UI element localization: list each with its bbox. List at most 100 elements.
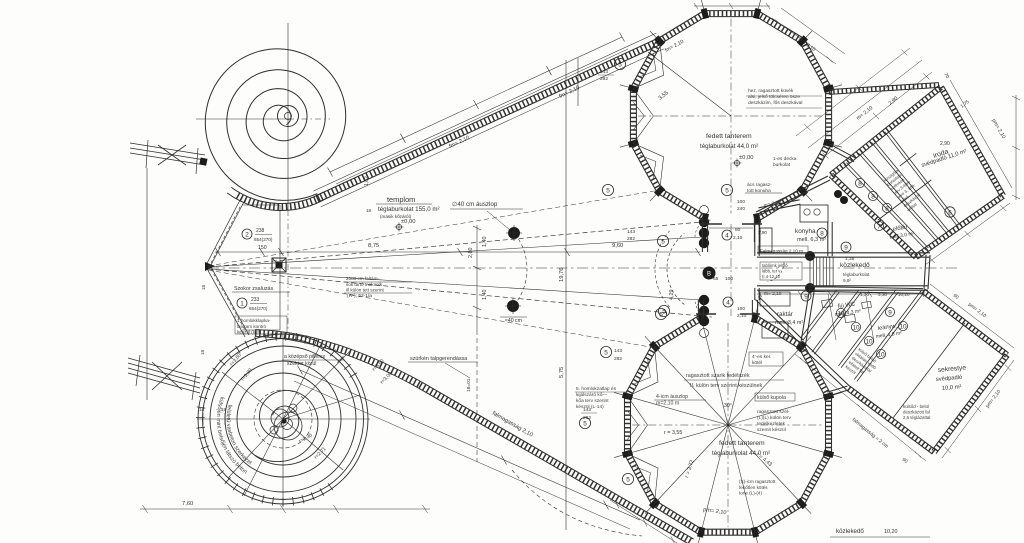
svg-text:2,90: 2,90 — [888, 96, 900, 107]
svg-text:8: 8 — [885, 205, 889, 212]
svg-text:2: 2 — [245, 231, 249, 238]
svg-text:(I,4-12,40: (I,4-12,40 — [762, 274, 781, 279]
svg-text:8: 8 — [820, 230, 824, 237]
svg-text:654(270): 654(270) — [254, 237, 273, 242]
svg-text:szemit készül: szemit készül — [757, 427, 786, 433]
svg-text:fiú WC: fiú WC — [837, 302, 855, 310]
svg-text:1-es decka: 1-es decka — [773, 156, 797, 162]
svg-text:9,8²: 9,8² — [843, 278, 851, 283]
svg-text:2,90: 2,90 — [940, 141, 950, 147]
svg-text:sok tartó tnaknolk: sok tartó tnaknolk — [346, 282, 383, 287]
svg-text:1,30: 1,30 — [860, 292, 869, 297]
svg-text:tott konuha: tott konuha — [747, 188, 771, 194]
svg-text:r = 3,72: r = 3,72 — [684, 459, 695, 478]
svg-text:18: 18 — [201, 284, 206, 290]
svg-text:pm= 2,10: pm= 2,10 — [703, 507, 727, 516]
svg-text:készül: készül — [844, 364, 857, 375]
svg-text:70: 70 — [942, 72, 950, 80]
svg-text:90: 90 — [952, 293, 960, 301]
svg-text:kijálszáró kő—: kijálszáró kő— — [576, 392, 607, 398]
svg-text:7: 7 — [877, 223, 881, 230]
svg-text:3,90: 3,90 — [758, 230, 767, 235]
svg-text:7,60: 7,60 — [182, 501, 193, 507]
svg-text:külső kupola: külső kupola — [757, 395, 786, 401]
svg-text:fedett tanterem: fedett tanterem — [706, 133, 752, 140]
svg-text:2,5 téglázattal: 2,5 téglázattal — [903, 415, 930, 420]
svg-text:külsőd - belül: külsőd - belül — [903, 404, 929, 409]
svg-text:5: 5 — [583, 420, 587, 427]
svg-text:3,30: 3,30 — [878, 292, 887, 297]
svg-text:18: 18 — [199, 407, 205, 412]
svg-text:10: 10 — [837, 310, 845, 317]
svg-text:9: 9 — [888, 309, 892, 316]
svg-text:sekrestye: sekrestye — [938, 365, 967, 374]
svg-text:233: 233 — [251, 297, 260, 303]
svg-text:B: B — [707, 272, 711, 278]
svg-text:raktár: raktár — [777, 311, 793, 318]
svg-text:ill külön tett szerint: ill külön tett szerint — [346, 288, 385, 293]
svg-text:2,10: 2,10 — [733, 235, 743, 241]
svg-text:templom: templom — [387, 195, 415, 204]
svg-text:5. homlokzatlap és: 5. homlokzatlap és — [576, 386, 617, 392]
svg-text:közlekedő: közlekedő — [836, 528, 864, 535]
svg-text:10,20: 10,20 — [898, 292, 910, 297]
svg-text:a középső pillérsz: a középső pillérsz — [284, 354, 326, 360]
svg-text:ács ragasz-: ács ragasz- — [747, 182, 772, 188]
svg-text:készül (L-14): készül (L-14) — [576, 404, 604, 410]
svg-text:1 homlokklapka-: 1 homlokklapka- — [237, 318, 271, 323]
svg-text:8: 8 — [858, 180, 862, 187]
svg-text:Szokor zsaluzás: Szokor zsaluzás — [234, 286, 274, 292]
svg-text:8: 8 — [871, 193, 875, 200]
svg-text:leányw.: leányw. — [877, 323, 897, 332]
svg-text:10: 10 — [852, 324, 860, 331]
svg-text:ragasztott szél-: ragasztott szél- — [757, 409, 790, 415]
svg-text:1: 1 — [240, 300, 244, 307]
svg-text:30°: 30° — [724, 403, 732, 409]
svg-text:2,80: 2,80 — [468, 248, 474, 259]
svg-text:1,40: 1,40 — [482, 290, 488, 301]
svg-text:szektor körül: szektor körül — [287, 361, 316, 367]
svg-text:10: 10 — [899, 323, 907, 330]
svg-text:készül (kell): készül (kell) — [237, 330, 262, 335]
svg-text:143: 143 — [614, 348, 622, 354]
svg-text:előtér: előtér — [892, 224, 908, 233]
svg-text:5: 5 — [604, 349, 608, 356]
svg-text:mell. 6,3 m²: mell. 6,3 m² — [797, 237, 826, 243]
svg-text:burkolat: burkolat — [773, 162, 791, 168]
svg-text:90: 90 — [901, 457, 909, 465]
svg-text:10,20: 10,20 — [884, 529, 898, 535]
svg-text:4,29: 4,29 — [669, 290, 675, 301]
svg-text:65: 65 — [713, 276, 719, 282]
svg-text:±0,00: ±0,00 — [401, 219, 415, 225]
svg-text:19,76: 19,76 — [559, 267, 565, 282]
svg-text:kötél: kötél — [752, 360, 762, 366]
svg-text:tone (L)-(4): tone (L)-(4) — [739, 491, 762, 496]
svg-text:∅40 cm áuszlop: ∅40 cm áuszlop — [452, 201, 498, 208]
svg-text:4'-es ker.: 4'-es ker. — [752, 354, 771, 360]
svg-text:9: 9 — [804, 293, 808, 300]
svg-text:≈40 cm: ≈40 cm — [505, 318, 522, 324]
svg-text:18: 18 — [366, 208, 372, 213]
svg-text:80: 80 — [735, 227, 741, 233]
svg-text:18: 18 — [200, 349, 205, 355]
svg-text:10,0 m²: 10,0 m² — [942, 384, 962, 392]
svg-text:5: 5 — [661, 238, 665, 245]
svg-text:deszkázott fal: deszkázott fal — [903, 410, 930, 415]
svg-text:5: 5 — [662, 308, 666, 315]
svg-text:±0,00: ±0,00 — [739, 155, 753, 161]
svg-text:svédpadló: svédpadló — [936, 375, 963, 383]
svg-text:Falmagasság 2,10 m: Falmagasság 2,10 m — [760, 249, 803, 254]
svg-text:143: 143 — [600, 69, 608, 75]
svg-text:8,75: 8,75 — [368, 243, 379, 249]
svg-text:100: 100 — [725, 276, 733, 282]
svg-text:5,75: 5,75 — [559, 367, 565, 378]
svg-text:hez, ragasztott küvék: hez, ragasztott küvék — [748, 88, 794, 94]
svg-text:mell. 4,5 m²: mell. 4,5 m² — [875, 330, 902, 340]
svg-text:téglaburkolat 155,0 m²: téglaburkolat 155,0 m² — [378, 206, 440, 213]
svg-text:238: 238 — [256, 228, 265, 234]
svg-text:szürkén talpgerendássa: szürkén talpgerendássa — [410, 356, 467, 362]
svg-text:téglaburkolat 44,0 m²: téglaburkolat 44,0 m² — [712, 450, 770, 457]
svg-text:5: 5 — [626, 476, 630, 483]
svg-text:(R⁵); 52-1/a: (R⁵); 52-1/a — [347, 293, 372, 299]
svg-text:1,02: 1,02 — [364, 176, 370, 186]
